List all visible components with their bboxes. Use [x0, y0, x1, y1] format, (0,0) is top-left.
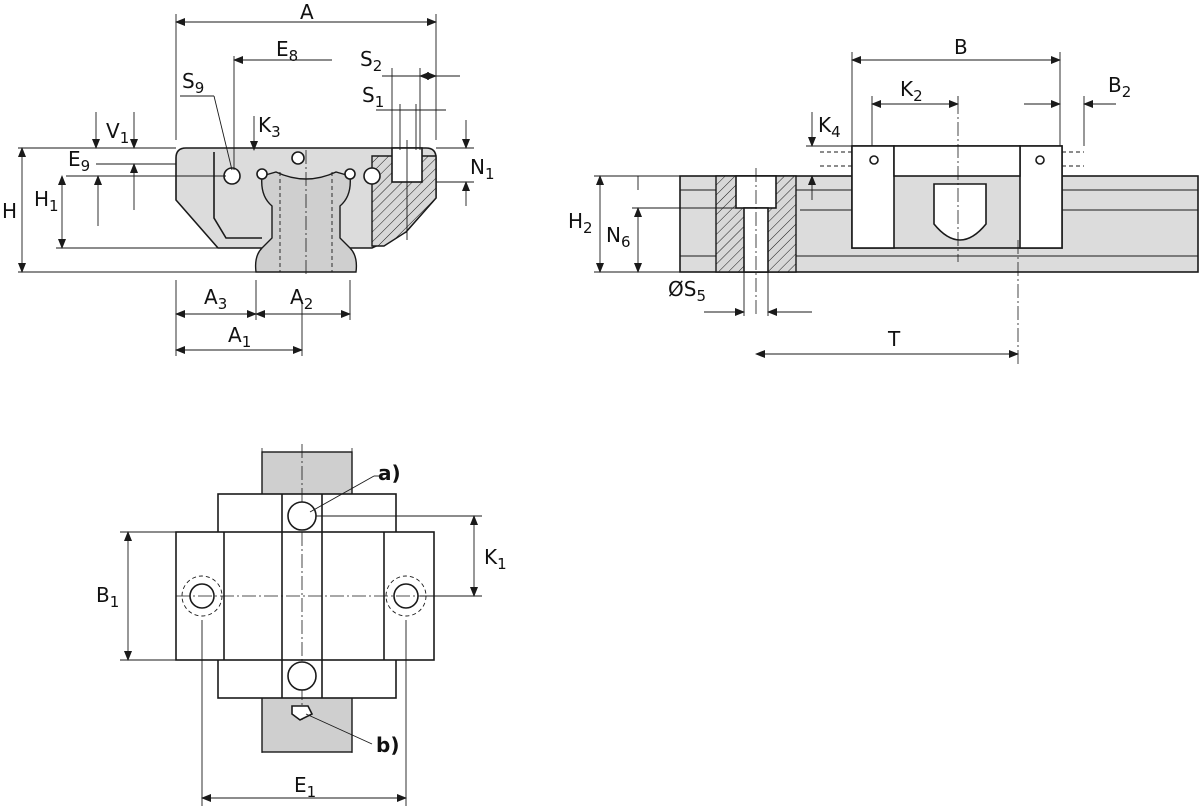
lube-hole-top — [287, 501, 317, 531]
label-K2: K2 — [900, 77, 923, 105]
label-H: H — [2, 199, 17, 223]
front-view: A E8 S2 S1 S9 K3 V1 E9 — [2, 0, 495, 356]
label-E1: E1 — [294, 773, 316, 801]
label-K4: K4 — [818, 113, 841, 141]
label-B2: B2 — [1108, 73, 1131, 101]
lube-pocket — [933, 183, 987, 241]
label-A2: A2 — [290, 285, 313, 313]
label-A: A — [300, 0, 314, 24]
label-K1: K1 — [484, 545, 507, 573]
label-E9: E9 — [68, 147, 90, 175]
label-A3: A3 — [204, 285, 227, 313]
label-S9: S9 — [182, 69, 204, 97]
label-H1: H1 — [34, 187, 59, 215]
carriage-top-block — [893, 145, 1021, 177]
rail-hidden-bore — [279, 172, 333, 272]
label-S5: ØS5 — [668, 277, 706, 305]
hidden-threads — [820, 151, 1084, 167]
label-N1: N1 — [470, 155, 495, 183]
label-H2: H2 — [568, 209, 593, 237]
lube-hole-bottom — [287, 661, 317, 691]
ball-right — [363, 167, 381, 185]
top-view: K1 B1 E1 a) b) — [96, 444, 507, 806]
label-T: T — [887, 327, 901, 351]
side-view: B K2 B2 K4 H2 N6 ØS5 T — [568, 35, 1199, 364]
lube-nipple — [291, 151, 305, 165]
carriage-inner-edge — [213, 152, 262, 239]
note-b: b) — [376, 733, 399, 757]
label-B1: B1 — [96, 583, 119, 611]
label-N6: N6 — [606, 223, 631, 251]
ball-left — [223, 167, 241, 185]
label-K3: K3 — [258, 113, 281, 141]
ball-inner-right — [344, 168, 356, 180]
label-A1: A1 — [228, 323, 251, 351]
screw-left — [869, 155, 879, 165]
label-B: B — [954, 35, 968, 59]
seal-b-detail — [291, 705, 314, 721]
note-a: a) — [378, 461, 401, 485]
screw-right — [1035, 155, 1045, 165]
label-V1: V1 — [106, 119, 129, 147]
label-E8: E8 — [276, 37, 298, 65]
label-S2: S2 — [360, 47, 382, 75]
label-S1: S1 — [362, 83, 384, 111]
ball-inner-left — [256, 168, 268, 180]
